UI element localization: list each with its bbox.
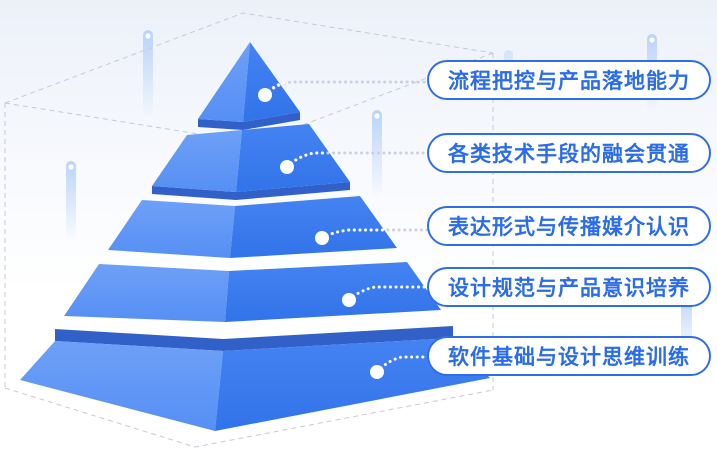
anchor-dot-level-5: [370, 365, 384, 379]
pyramid-level-3-left-face: [108, 200, 235, 258]
pyramid-level-5-right-face: [215, 338, 490, 431]
pyramid-level-4: [64, 262, 441, 322]
label-text-level-3: 表达形式与传播媒介认识: [448, 216, 690, 239]
pyramid-level-5-top-band: [55, 326, 453, 351]
pyramid-level-5: [20, 326, 490, 431]
label-pill-level-1: 流程把控与产品落地能力: [427, 60, 711, 100]
pyramid-level-4-right-face: [225, 262, 441, 322]
pyramid-level-1: [198, 42, 300, 130]
anchor-dot-level-3: [315, 231, 329, 245]
pyramid-level-1-right-face: [243, 42, 300, 122]
connector-line-1: [263, 80, 433, 97]
label-pill-level-2: 各类技术手段的融会贯通: [427, 133, 711, 173]
connector-line-2-over-pyramid: [285, 151, 328, 169]
pyramid-level-1-left-face: [198, 42, 250, 122]
label-text-level-5: 软件基础与设计思维训练: [448, 346, 690, 369]
connector-line-1-over-pyramid: [263, 81, 286, 97]
anchor-dot-level-4: [342, 293, 356, 307]
anchor-dot-level-1: [258, 88, 272, 102]
pyramid-level-2-left-face: [152, 130, 242, 192]
wireframe-box: [4, 12, 494, 448]
label-text-level-2: 各类技术手段的融会贯通: [448, 143, 690, 166]
label-text-level-4: 设计规范与产品意识培养: [448, 277, 690, 300]
pyramid-level-3-right-face: [230, 196, 397, 258]
wireframe-base-edges: [4, 387, 494, 448]
pyramid-level-4-left-face: [64, 264, 229, 322]
connector-line-5: [375, 355, 430, 374]
pyramid-level-3: [108, 196, 397, 258]
connector-line-3-over-pyramid: [320, 228, 387, 240]
pyramid-level-2: [152, 124, 350, 200]
glow-pillar: [66, 161, 76, 241]
glow-pillar: [372, 110, 382, 198]
label-pill-level-5: 软件基础与设计思维训练: [427, 336, 711, 376]
pyramid-level-2-underside-band: [152, 182, 350, 200]
label-text-level-1: 流程把控与产品落地能力: [448, 70, 690, 93]
label-pill-level-4: 设计规范与产品意识培养: [427, 267, 711, 307]
wireframe-top-front-right-edge: [254, 52, 494, 144]
label-pill-level-3: 表达形式与传播媒介认识: [427, 206, 711, 246]
pyramid-level-1-underside-band: [198, 112, 300, 130]
pyramid: [20, 42, 490, 431]
anchor-dot-level-2: [280, 160, 294, 174]
glow-pillar: [143, 30, 153, 118]
pyramid-level-5-left-face: [20, 341, 223, 431]
connectors: [263, 80, 433, 374]
connector-line-4: [347, 285, 430, 302]
pyramid-level-2-right-face: [236, 124, 350, 192]
wireframe-top-back-edges: [4, 12, 494, 104]
connector-white-segments: [263, 81, 430, 374]
anchor-dots: [258, 88, 384, 379]
